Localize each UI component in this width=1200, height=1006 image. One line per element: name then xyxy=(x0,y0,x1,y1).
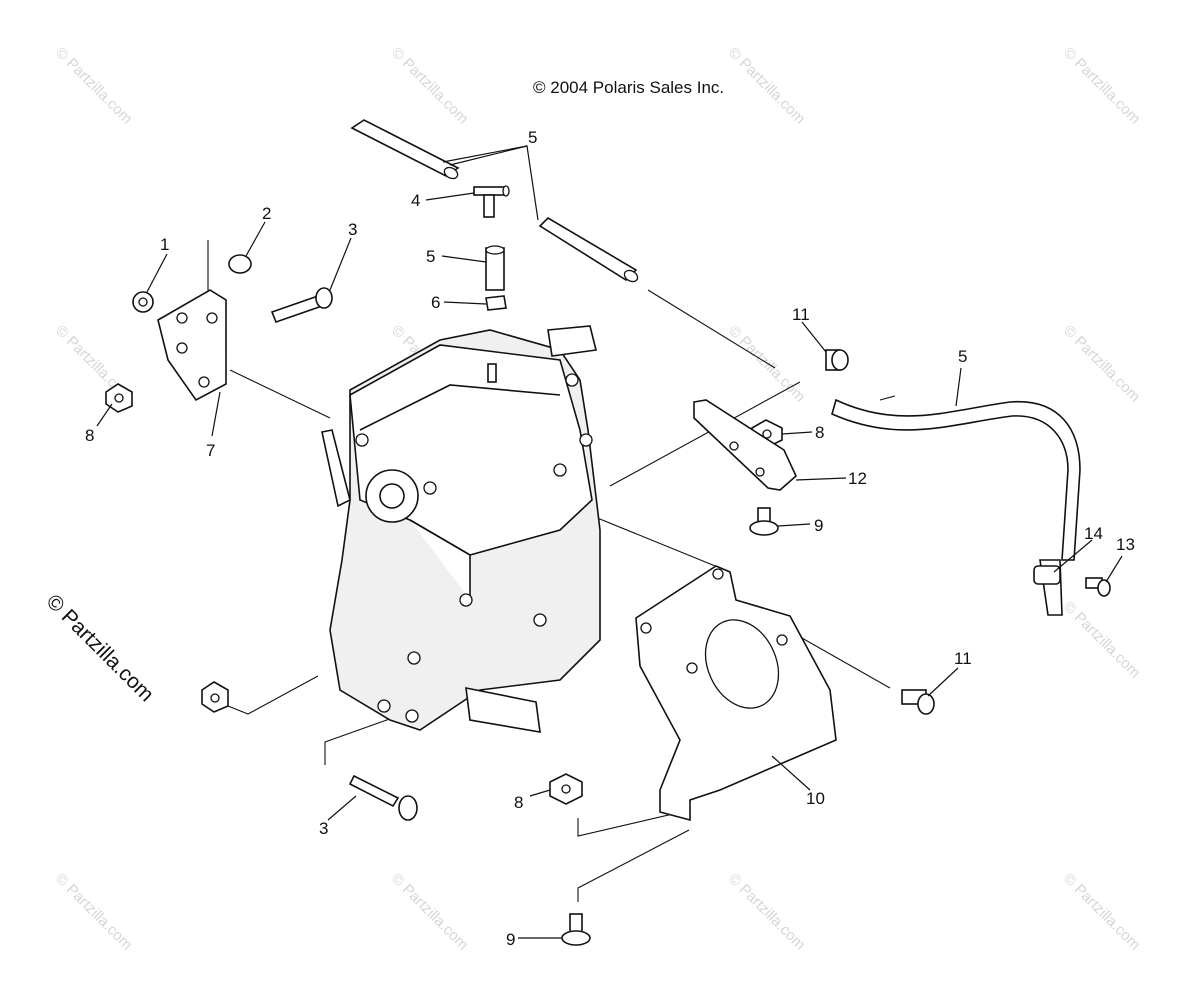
nut-1 xyxy=(132,291,154,313)
bolt-11-lower xyxy=(901,689,935,715)
shield xyxy=(635,565,837,822)
bracket-12 xyxy=(693,399,797,491)
transmission-housing xyxy=(321,325,601,733)
bolt-11-upper xyxy=(825,349,849,371)
callout-label: 5 xyxy=(528,128,537,147)
clamp-14 xyxy=(1033,565,1061,585)
callout-label: 10 xyxy=(806,789,825,808)
plug-2 xyxy=(228,254,252,274)
callout-label: 5 xyxy=(426,247,435,266)
callout-label: 6 xyxy=(431,293,440,312)
hose-short xyxy=(485,245,505,291)
bolt-9-lower xyxy=(561,913,591,946)
callout-label: 12 xyxy=(848,469,867,488)
leader-lines xyxy=(96,145,1123,939)
callout-label: 3 xyxy=(319,819,328,838)
callout-label: 13 xyxy=(1116,535,1135,554)
callout-label: 1 xyxy=(160,235,169,254)
callout-label: 9 xyxy=(506,930,515,949)
callout-label: 7 xyxy=(206,441,215,460)
callout-label: 8 xyxy=(514,793,523,812)
bracket-left xyxy=(157,289,227,402)
bolt-lower xyxy=(348,774,418,821)
callout-label: 3 xyxy=(348,220,357,239)
callout-label: 11 xyxy=(954,649,972,668)
cap xyxy=(485,295,507,311)
nut-8-lower-left xyxy=(201,681,229,713)
hose-upper xyxy=(350,119,460,180)
callout-label: 11 xyxy=(792,305,810,324)
callout-label: 8 xyxy=(85,426,94,445)
callout-label: 14 xyxy=(1084,524,1103,543)
callouts: 1 2 3 4 5 5 5 6 7 8 8 8 3 9 9 10 11 11 1… xyxy=(85,128,1135,949)
callout-label: 9 xyxy=(814,516,823,535)
tee-fitting xyxy=(473,185,510,218)
callout-label: 4 xyxy=(411,191,420,210)
callout-label: 8 xyxy=(815,423,824,442)
bolt-13 xyxy=(1085,577,1111,597)
copyright-notice: © 2004 Polaris Sales Inc. xyxy=(533,78,725,97)
nut-8-bottom xyxy=(549,773,583,805)
callout-label: 5 xyxy=(958,347,967,366)
callout-label: 2 xyxy=(262,204,271,223)
bolt-upper xyxy=(270,287,333,324)
bolt-9-upper xyxy=(749,507,779,536)
nut-8-left xyxy=(105,383,133,413)
hose-right xyxy=(538,216,639,283)
